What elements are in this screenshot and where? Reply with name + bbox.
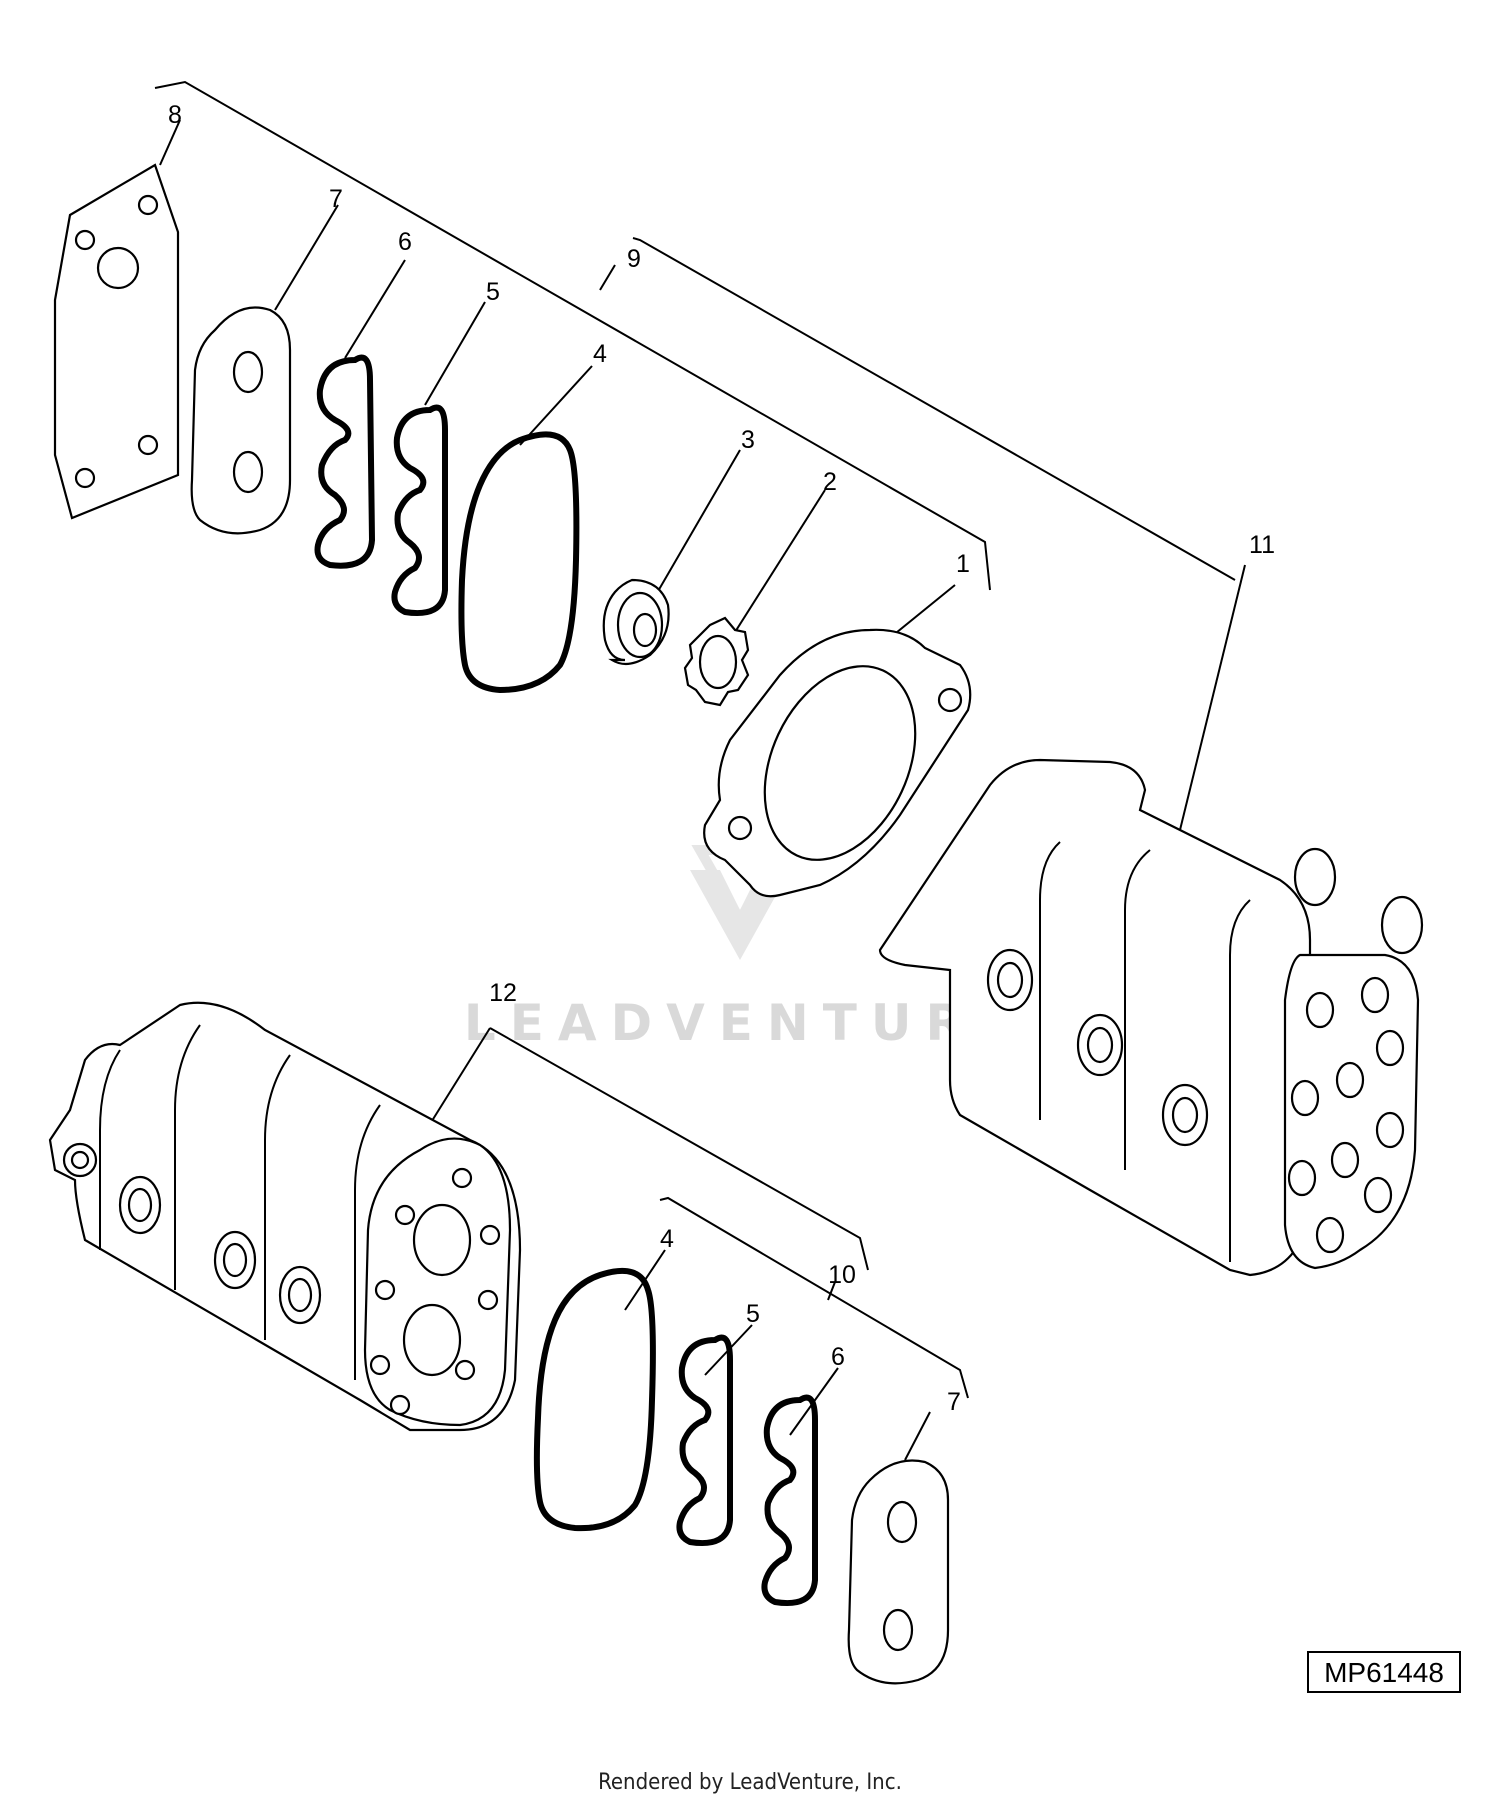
part-2-washer — [683, 616, 750, 707]
part-6-seal-bottom — [761, 1394, 818, 1606]
callout-7-bottom: 7 — [947, 1388, 961, 1416]
callout-9: 9 — [627, 245, 641, 273]
footer-credit: Rendered by LeadVenture, Inc. — [598, 1770, 902, 1795]
part-12-pump-assembly — [48, 1001, 522, 1432]
part-1-gasket — [703, 628, 972, 898]
part-5-seal-top — [391, 404, 448, 616]
part-4-oring-bottom — [533, 1267, 656, 1532]
part-7-wear-plate-top — [190, 306, 292, 535]
callout-6-bottom: 6 — [831, 1343, 845, 1371]
callout-1: 1 — [956, 550, 970, 578]
callout-8: 8 — [168, 101, 182, 129]
callout-5-bottom: 5 — [746, 1300, 760, 1328]
part-3-bushing — [602, 578, 670, 666]
callout-4-bottom: 4 — [660, 1225, 674, 1253]
figure-id-box: MP61448 — [1307, 1651, 1461, 1693]
part-4-oring-top — [458, 431, 580, 694]
callout-12: 12 — [489, 979, 517, 1007]
callout-3: 3 — [741, 426, 755, 454]
callout-7-top: 7 — [329, 185, 343, 213]
callout-2: 2 — [823, 468, 837, 496]
part-7-wear-plate-bottom — [847, 1459, 950, 1685]
part-11-pump-assembly — [878, 758, 1424, 1277]
part-5-seal-bottom — [676, 1334, 733, 1546]
callout-5-top: 5 — [486, 278, 500, 306]
callout-6-top: 6 — [398, 228, 412, 256]
callout-4-top: 4 — [593, 340, 607, 368]
leader-lines — [154, 80, 1246, 1461]
part-6-seal-top — [314, 354, 376, 569]
watermark-text: LEADVENTURE — [464, 994, 1026, 1052]
callout-11: 11 — [1249, 531, 1275, 559]
figure-id: MP61448 — [1324, 1657, 1444, 1688]
callout-10: 10 — [828, 1261, 856, 1289]
callouts: 8 7 6 5 9 4 3 2 1 11 12 4 10 5 6 7 — [168, 101, 1275, 1416]
part-8-plate — [53, 163, 180, 520]
